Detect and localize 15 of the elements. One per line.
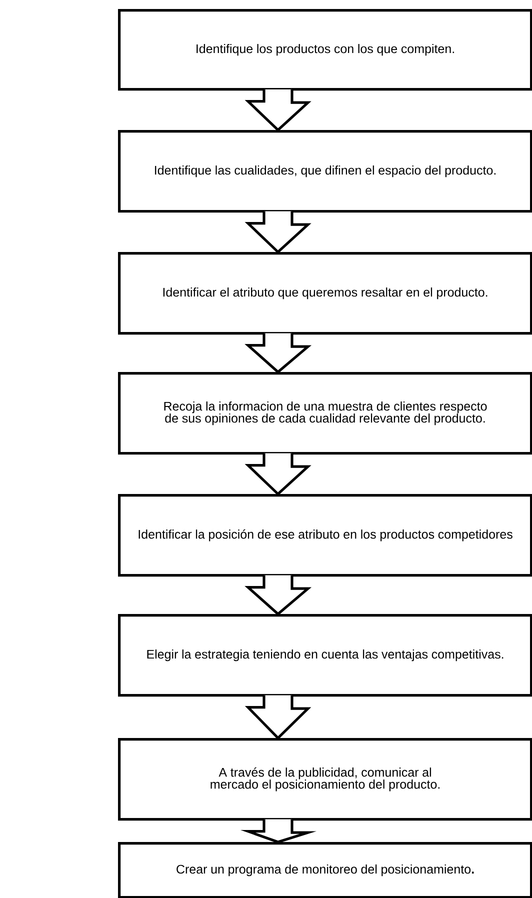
block-arrow <box>244 574 312 616</box>
process-box: Identificar la posición de ese atributo en los productos competidores <box>118 494 532 577</box>
block-arrow <box>244 210 312 254</box>
block-arrow <box>244 452 312 496</box>
process-box: Identificar el atributo que queremos resaltar en el producto. <box>118 252 532 335</box>
process-box: Elegir la estrategia teniendo en cuenta las ventajas competitivas. <box>118 614 532 697</box>
block-arrow <box>244 332 312 374</box>
process-box: A través de la publicidad, comunicar al mercado el posicionamiento del producto. <box>118 738 532 821</box>
block-arrow <box>244 694 312 740</box>
process-box: Identifique las cualidades, que difinen el espacio del producto. <box>118 130 532 213</box>
process-box: Crear un programa de monitoreo del posicionamiento. <box>118 842 532 898</box>
block-arrow <box>240 818 316 844</box>
block-arrow <box>244 88 312 132</box>
process-box: Recoja la informacion de una muestra de clientes respecto de sus opiniones de cada cualidad relevante del producto. <box>118 372 532 455</box>
process-box: Identifique los productos con los que compiten. <box>118 9 532 91</box>
